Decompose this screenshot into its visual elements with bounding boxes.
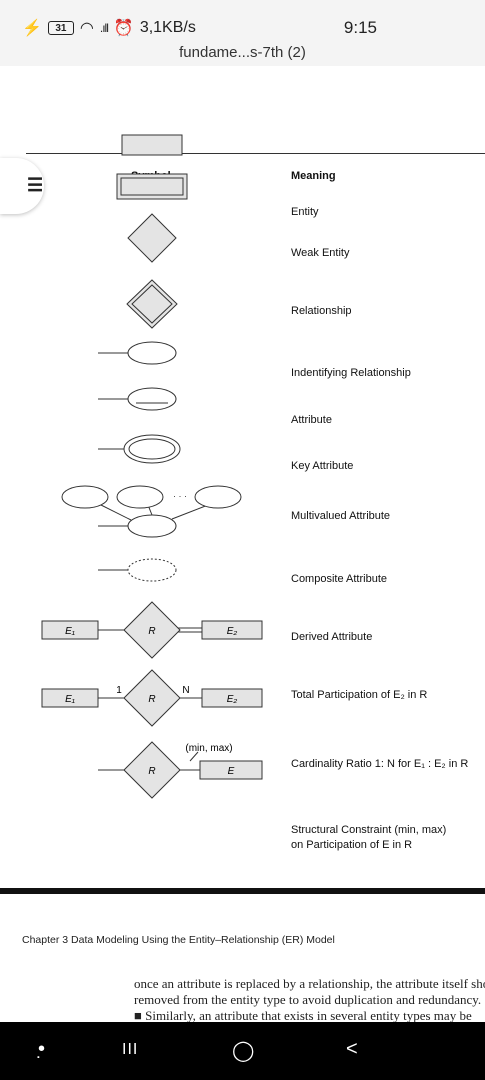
pdf-page: Symbol Meaning Entity Weak Entity Relati… [0, 66, 485, 888]
back-button[interactable]: < [346, 1038, 358, 1060]
battery-icon: 31 [47, 21, 74, 35]
derived-attribute-symbol [98, 558, 177, 582]
menu-icon: ☰ [27, 175, 44, 195]
composite-dots: · · · [173, 491, 187, 501]
identifying-relationship-symbol [126, 279, 178, 329]
cardinality-ratio-symbol: E₁ R E₂ 1 N [41, 669, 263, 727]
key-attribute-symbol [98, 387, 177, 411]
meaning-identifying-relationship: Indentifying Relationship [291, 367, 411, 379]
label-e1: E₁ [65, 694, 75, 705]
label-r: R [148, 766, 155, 777]
charging-icon: ⚡ [22, 20, 42, 37]
alarm-icon: ⏰ [113, 20, 134, 37]
meaning-total-participation: Total Participation of E₂ in R [291, 689, 428, 701]
meaning-multivalued-attribute: Multivalued Attribute [291, 510, 391, 522]
attribute-symbol [98, 341, 177, 365]
weak-entity-symbol [116, 173, 188, 200]
status-bar: ⚡ 31 ◠ .ıll ⏰ 3,1KB/s 9:15 fundame...s-7… [0, 0, 485, 66]
meaning-relationship: Relationship [291, 305, 352, 317]
label-n: N [182, 685, 189, 696]
document-title: fundame...s-7th (2) [179, 44, 306, 61]
next-pdf-page: Chapter 3 Data Modeling Using the Entity… [0, 894, 485, 1022]
recents-button[interactable]: III [122, 1041, 139, 1058]
signal-icon: .ıll [99, 21, 109, 35]
reader-menu-button[interactable]: ☰ [0, 158, 44, 214]
label-e: E [228, 766, 235, 777]
multivalued-attribute-symbol [98, 434, 181, 464]
meaning-attribute: Attribute [291, 414, 332, 426]
entity-symbol [121, 134, 183, 156]
meaning-weak-entity: Weak Entity [291, 247, 350, 259]
body-line-2: removed from the entity type to avoid du… [134, 992, 482, 1007]
status-left: ⚡ 31 ◠ .ıll ⏰ 3,1KB/s [22, 18, 196, 38]
label-one: 1 [116, 685, 122, 696]
composite-attribute-symbol: · · · [61, 485, 242, 538]
navigation-bar: •̣ III ◯ < [0, 1022, 485, 1080]
label-e2: E₂ [227, 694, 238, 705]
chapter-running-header: Chapter 3 Data Modeling Using the Entity… [22, 934, 335, 946]
relationship-symbol [127, 213, 177, 263]
home-button[interactable]: ◯ [232, 1040, 255, 1062]
body-line-3: ■ Similarly, an attribute that exists in… [134, 1008, 472, 1022]
er-symbols-diagram: · · · E₁ R E₂ E₁ R E₂ 1 N R E [41, 134, 263, 799]
meaning-structural-constraint: Structural Constraint (min, max) on Part… [291, 823, 446, 853]
meaning-structural-line2: on Participation of E in R [291, 839, 413, 851]
table-top-rule [26, 153, 485, 154]
meaning-composite-attribute: Composite Attribute [291, 573, 387, 585]
network-speed: 3,1KB/s [139, 19, 196, 36]
label-e2: E₂ [227, 626, 238, 637]
wifi-icon: ◠ [79, 20, 94, 37]
meaning-cardinality-ratio: Cardinality Ratio 1: N for E₁ : E₂ in R [291, 758, 469, 770]
page-body-text: once an attribute is replaced by a relat… [134, 976, 485, 1022]
total-participation-symbol: E₁ R E₂ [41, 601, 263, 659]
meaning-key-attribute: Key Attribute [291, 460, 354, 472]
label-min-max: (min, max) [185, 743, 232, 754]
label-r: R [148, 694, 155, 705]
label-r: R [148, 626, 155, 637]
meaning-derived-attribute: Derived Attribute [291, 631, 373, 643]
page-divider [0, 888, 485, 894]
meaning-entity: Entity [291, 206, 319, 218]
structural-constraint-symbol: R E (min, max) [98, 741, 263, 799]
meaning-column-header: Meaning [291, 170, 336, 182]
meaning-structural-line1: Structural Constraint (min, max) [291, 824, 447, 836]
label-e1: E₁ [65, 626, 75, 637]
assistant-button[interactable]: •̣ [38, 1038, 46, 1060]
clock: 9:15 [343, 18, 377, 37]
body-line-1: once an attribute is replaced by a relat… [134, 976, 485, 991]
